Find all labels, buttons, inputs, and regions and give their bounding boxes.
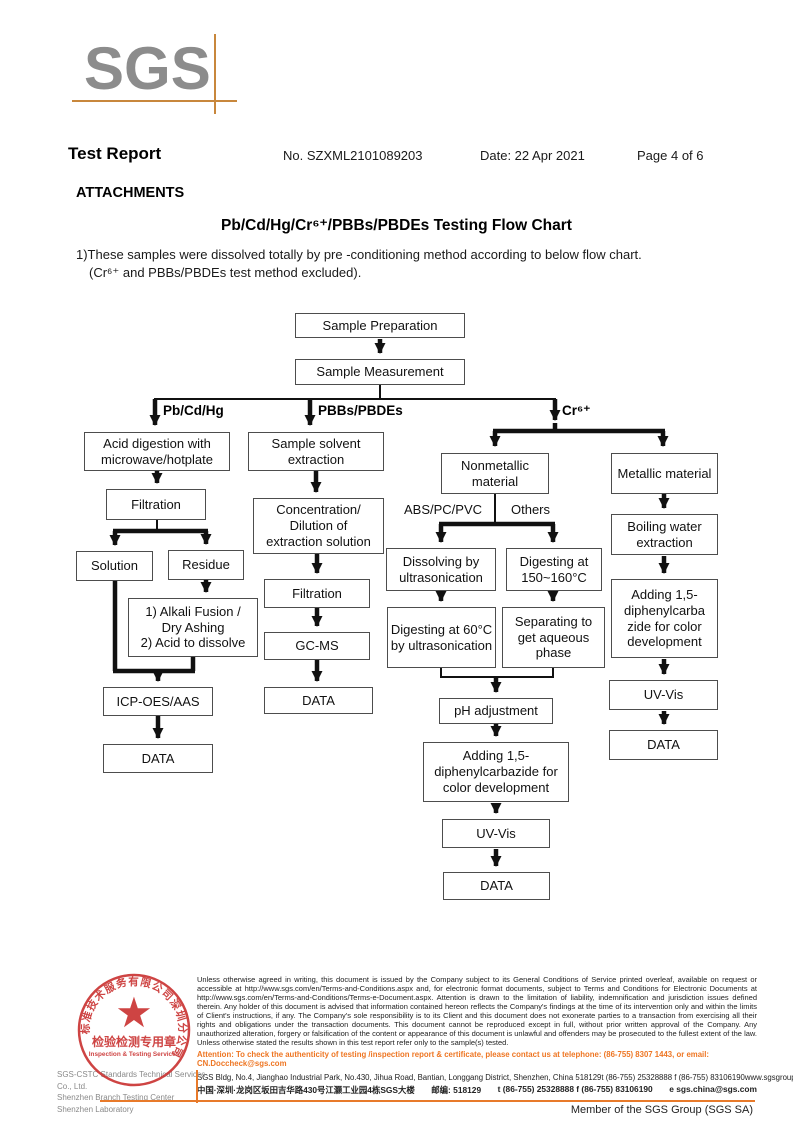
flow-box-uv-vis-right: UV-Vis xyxy=(609,680,718,710)
flow-box-sample-preparation: Sample Preparation xyxy=(295,313,465,338)
flow-box-sample-solvent: Sample solvent extraction xyxy=(248,432,384,471)
sgs-logo: SGS xyxy=(84,35,211,102)
flow-box-concentration: Concentration/ Dilution of extraction so… xyxy=(253,498,384,554)
address-line-cn: 中国·深圳·龙岗区坂田吉华路430号江灏工业园4栋SGS大楼 邮编: 51812… xyxy=(197,1084,757,1096)
flow-box-data-cr-middle: DATA xyxy=(443,872,550,900)
flow-box-gc-ms: GC-MS xyxy=(264,632,370,660)
flow-box-digesting-60: Digesting at 60°C by ultrasonication xyxy=(387,607,496,668)
address-line-en: SGS Bldg, No.4, Jianghao Industrial Park… xyxy=(197,1072,793,1082)
address-cn: 中国·深圳·龙岗区坂田吉华路430号江灏工业园4栋SGS大楼 xyxy=(197,1084,415,1095)
attention-notice: Attention: To check the authenticity of … xyxy=(197,1049,709,1069)
flow-box-filtration-1: Filtration xyxy=(106,489,206,520)
flow-box-separating: Separating to get aqueous phase xyxy=(502,607,605,668)
company-name-line1: SGS-CSTC Standards Technical Services Co… xyxy=(57,1070,206,1091)
address-en: SGS Bldg, No.4, Jianghao Industrial Park… xyxy=(197,1072,602,1082)
flow-box-metallic: Metallic material xyxy=(611,453,718,494)
flow-box-filtration-2: Filtration xyxy=(264,579,370,608)
company-name-block: SGS-CSTC Standards Technical Services Co… xyxy=(57,1069,207,1115)
attachments-heading: ATTACHMENTS xyxy=(76,185,185,201)
phone-fax-cn: t (86-755) 25328888 f (86-755) 83106190 xyxy=(497,1083,653,1094)
company-name-line2: Shenzhen Branch Testing Center Shenzhen … xyxy=(57,1093,175,1114)
flow-box-nonmetallic: Nonmetallic material xyxy=(441,453,549,494)
stamp-star-icon: ★ xyxy=(115,989,153,1036)
footer-vertical-divider xyxy=(196,1070,198,1103)
flow-chart-title: Pb/Cd/Hg/Cr⁶⁺/PBBs/PBDEs Testing Flow Ch… xyxy=(221,217,572,234)
flow-box-data-left: DATA xyxy=(103,744,213,773)
flow-box-ph-adjustment: pH adjustment xyxy=(439,698,553,724)
report-number: No. SZXML2101089203 xyxy=(283,148,423,163)
website-url: www.sgsgroup.com.cn xyxy=(744,1072,793,1082)
zip-code: 邮编: 518129 xyxy=(431,1084,482,1095)
page-title: Test Report xyxy=(68,144,162,163)
branch-label-pb-cd-hg: Pb/Cd/Hg xyxy=(163,403,224,418)
branch-label-pbbs-pbdes: PBBs/PBDEs xyxy=(318,403,403,418)
note-line-1: 1)These samples were dissolved totally b… xyxy=(76,247,642,262)
stamp-text-cn: 检验检测专用章 xyxy=(92,1034,176,1049)
flow-box-alkali-fusion: 1) Alkali Fusion / Dry Ashing 2) Acid to… xyxy=(128,598,258,657)
flow-box-residue: Residue xyxy=(168,550,244,580)
email-address: e sgs.china@sgs.com xyxy=(669,1083,757,1094)
stamp-circle xyxy=(77,973,191,1087)
footer-horizontal-rule xyxy=(100,1100,755,1102)
legal-disclaimer: Unless otherwise agreed in writing, this… xyxy=(197,975,757,1048)
member-line: Member of the SGS Group (SGS SA) xyxy=(570,1104,753,1116)
sub-label-others: Others xyxy=(511,502,551,517)
footer-text-block: Unless otherwise agreed in writing, this… xyxy=(197,975,793,1098)
phone-fax-en: t (86-755) 25328888 f (86-755) 83106190 xyxy=(601,1072,745,1082)
page-indicator: Page 4 of 6 xyxy=(637,148,704,163)
sub-label-abs-pc-pvc: ABS/PC/PVC xyxy=(404,502,483,517)
flow-box-adding-right: Adding 1,5- diphenylcarba zide for color… xyxy=(611,579,718,658)
flow-box-dissolving: Dissolving by ultrasonication xyxy=(386,548,496,591)
flow-box-digesting-150: Digesting at 150~160°C xyxy=(506,548,602,591)
flow-box-uv-vis-middle: UV-Vis xyxy=(442,819,550,848)
inspection-stamp: 通标标准技术服务有限公司深圳分公司 ★ 检验检测专用章 Inspection &… xyxy=(74,970,191,1087)
stamp-text-en: Inspection & Testing Services xyxy=(89,1051,180,1058)
flow-box-adding-middle: Adding 1,5- diphenylcarbazide for color … xyxy=(423,742,569,802)
flow-box-data-middle: DATA xyxy=(264,687,373,714)
flow-box-boiling-water: Boiling water extraction xyxy=(611,514,718,555)
report-date: Date: 22 Apr 2021 xyxy=(480,148,585,163)
branch-label-cr6: Cr⁶⁺ xyxy=(562,403,591,418)
flow-box-acid-digestion: Acid digestion with microwave/hotplate xyxy=(84,432,230,471)
note-line-2: (Cr⁶⁺ and PBBs/PBDEs test method exclude… xyxy=(89,265,362,280)
flow-box-sample-measurement: Sample Measurement xyxy=(295,359,465,385)
logo-crosshair-vertical xyxy=(214,34,216,114)
flow-box-data-right: DATA xyxy=(609,730,718,760)
flow-box-solution: Solution xyxy=(76,551,153,581)
flow-box-icp-oes-aas: ICP-OES/AAS xyxy=(103,687,213,716)
logo-crosshair-horizontal xyxy=(72,100,237,102)
